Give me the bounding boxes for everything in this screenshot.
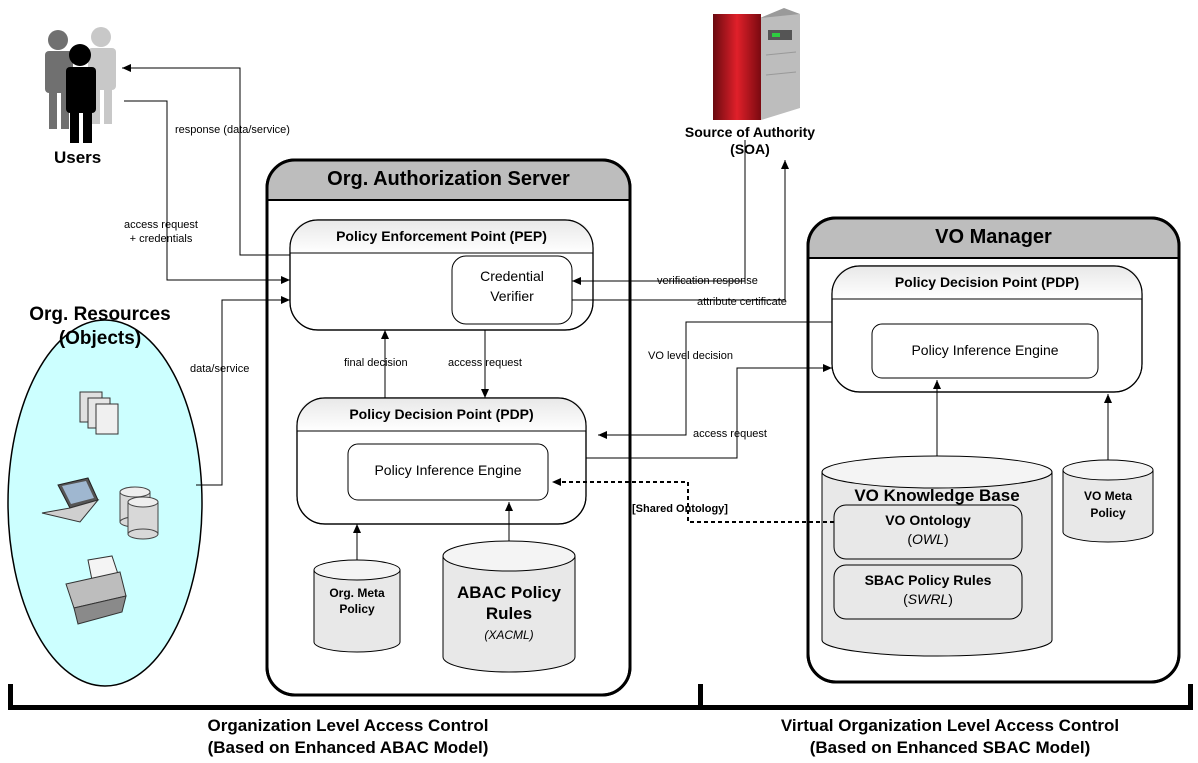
org-server-title: Org. Authorization Server xyxy=(327,168,570,190)
org-resources-label-line2: (Objects) xyxy=(58,328,142,349)
users-label: Users xyxy=(54,148,102,167)
access-request-inner-label: access request xyxy=(448,357,522,369)
vo-meta-policy-line1: VO Meta xyxy=(1083,489,1132,503)
shared-ontology-label: [Shared Ontology] xyxy=(632,503,728,515)
org-policy-inference-engine xyxy=(347,443,549,501)
connectors xyxy=(122,64,1112,560)
printer-icon xyxy=(65,555,127,625)
abac-rules-line2: Rules xyxy=(485,604,533,623)
vo-meta-policy-line2: Policy xyxy=(1090,506,1126,520)
abac-rules-line1: ABAC Policy xyxy=(457,583,561,602)
sbac-rules-label: SBAC Policy Rules xyxy=(864,572,992,588)
vo-manager-title: VO Manager xyxy=(935,226,1052,248)
soa-label-line2: (SOA) xyxy=(730,141,770,157)
response-label: response (data/service) xyxy=(175,124,290,136)
vo-ontology-format: (OWL) xyxy=(907,531,949,547)
access-request-credentials-line1: access request xyxy=(124,219,198,231)
org-meta-policy-db xyxy=(313,559,401,653)
footer-left-line1: Organization Level Access Control xyxy=(207,716,489,735)
org-meta-policy-line1: Org. Meta xyxy=(329,586,385,600)
final-decision-label: final decision xyxy=(344,357,408,369)
soa-label-line1: Source of Authority xyxy=(684,124,816,140)
verification-response-label: verification response xyxy=(657,275,758,287)
credential-verifier-line1: Credential xyxy=(480,268,544,284)
abac-policy-rules-db xyxy=(442,540,576,673)
database-icon xyxy=(119,486,159,540)
vo-pdp-title: Policy Decision Point (PDP) xyxy=(894,274,1080,290)
sbac-rules-box xyxy=(833,564,1023,620)
vo-policy-inference-engine xyxy=(871,323,1099,379)
vo-ontology-label: VO Ontology xyxy=(885,512,971,528)
access-request-credentials-line2: + credentials xyxy=(129,233,193,245)
footer-left-line2: (Based on Enhanced ABAC Model) xyxy=(207,738,489,757)
vo-engine-label: Policy Inference Engine xyxy=(911,342,1059,358)
vo-meta-policy-db xyxy=(1062,459,1154,543)
credential-verifier-line2: Verifier xyxy=(490,288,534,304)
org-engine-label: Policy Inference Engine xyxy=(374,462,522,478)
vo-ontology-box xyxy=(833,504,1023,560)
documents-icon xyxy=(79,391,119,435)
attribute-certificate-label: attribute certificate xyxy=(697,296,787,308)
org-resources-ellipse xyxy=(7,319,203,687)
org-pdp-title: Policy Decision Point (PDP) xyxy=(349,406,534,422)
users-icon xyxy=(45,27,116,143)
laptop-icon xyxy=(41,477,100,523)
access-request-vo-label: access request xyxy=(693,428,767,440)
vo-kb-title: VO Knowledge Base xyxy=(854,486,1020,505)
credential-verifier-box xyxy=(451,255,573,325)
org-meta-policy-line2: Policy xyxy=(339,602,375,616)
vo-level-decision-label: VO level decision xyxy=(648,350,733,362)
footer-right-line2: (Based on Enhanced SBAC Model) xyxy=(809,738,1091,757)
org-resources-label-line1: Org. Resources xyxy=(29,304,171,325)
sbac-rules-format: (SWRL) xyxy=(903,591,953,607)
data-service-label: data/service xyxy=(190,363,250,375)
pep-title: Policy Enforcement Point (PEP) xyxy=(336,228,547,244)
footer-right-line1: Virtual Organization Level Access Contro… xyxy=(780,716,1120,735)
footer-bracket xyxy=(8,684,1193,710)
abac-rules-format: (XACML) xyxy=(484,628,534,642)
server-icon xyxy=(713,8,800,120)
